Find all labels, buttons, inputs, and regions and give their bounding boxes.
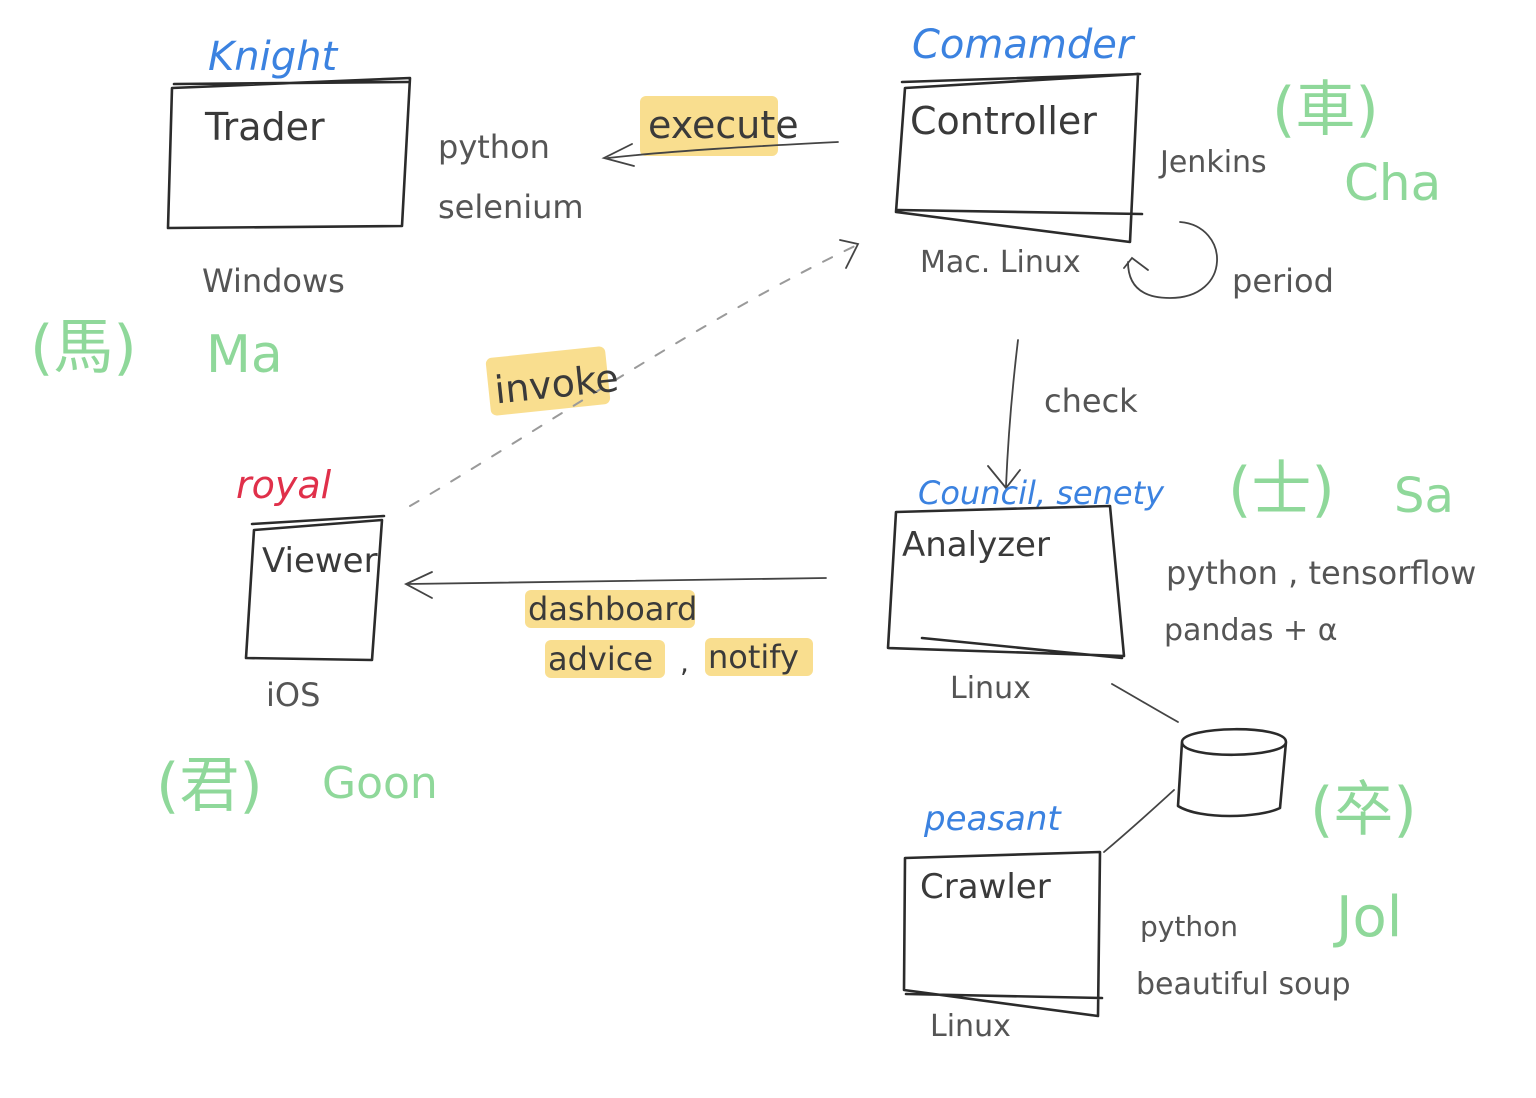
highlight-notify [705, 638, 813, 676]
analyzer-piece-hanja: (士) [1228, 455, 1335, 525]
highlight-dashboard [525, 590, 695, 628]
trader-name: Trader [204, 105, 325, 149]
analyzer-role: Council, senety [918, 474, 1165, 512]
notify-label: notify [708, 638, 799, 676]
invoke-arrow [409, 245, 856, 507]
dashboard-arrow [403, 571, 827, 599]
period-label: period [1232, 262, 1334, 300]
crawler-role: peasant [923, 799, 1062, 839]
analyzer-name: Analyzer [902, 525, 1050, 565]
crawler-box [902, 850, 1104, 1018]
trader-piece-hanja: (馬) [30, 313, 137, 383]
crawler-database-link [1103, 789, 1175, 853]
crawler-piece-hanja: (卒) [1310, 775, 1417, 845]
database-icon [1176, 727, 1288, 818]
advice-notify-separator: , [680, 646, 689, 679]
controller-role: Comamder [912, 22, 1136, 68]
controller-os: Mac. Linux [920, 245, 1081, 280]
check-arrow [987, 339, 1021, 490]
analyzer-box [886, 504, 1126, 660]
invoke-arrowhead [839, 239, 860, 269]
crawler-name: Crawler [920, 867, 1051, 907]
execute-label: execute [648, 103, 799, 147]
check-label: check [1044, 382, 1138, 420]
viewer-role: royal [236, 463, 332, 507]
controller-name: Controller [910, 99, 1097, 143]
controller-tech: Jenkins [1158, 145, 1267, 180]
trader-box [166, 76, 412, 230]
analyzer-tech-2: pandas + α [1164, 613, 1337, 648]
highlight-invoke [485, 346, 611, 416]
viewer-os: iOS [266, 676, 320, 714]
trader-tech-2: selenium [438, 188, 584, 226]
viewer-piece-hanja: (君) [156, 751, 263, 821]
trader-piece-roman: Ma [206, 325, 283, 385]
viewer-name: Viewer [262, 541, 378, 581]
analyzer-piece-roman: Sa [1394, 468, 1454, 524]
crawler-piece-roman: Jol [1333, 885, 1402, 950]
crawler-os: Linux [930, 1009, 1011, 1044]
dashboard-label: dashboard [528, 590, 697, 628]
controller-piece-hanja: (車) [1272, 75, 1379, 145]
trader-tech-1: python [438, 128, 550, 166]
crawler-tech-1: python [1140, 910, 1238, 943]
advice-label: advice [548, 640, 653, 678]
execute-arrow [601, 141, 839, 167]
highlight-execute [640, 96, 778, 156]
highlight-advice [545, 640, 665, 678]
analyzer-database-link [1111, 683, 1179, 723]
period-loop-arrow [1123, 221, 1218, 299]
viewer-piece-roman: Goon [322, 758, 438, 809]
controller-box [894, 72, 1144, 244]
crawler-tech-2: beautiful soup [1136, 967, 1350, 1002]
trader-role: Knight [208, 34, 338, 80]
controller-piece-roman: Cha [1344, 154, 1441, 212]
analyzer-os: Linux [950, 671, 1031, 706]
viewer-box [244, 514, 386, 662]
trader-os: Windows [202, 262, 345, 300]
analyzer-tech-1: python , tensorflow [1166, 554, 1476, 592]
